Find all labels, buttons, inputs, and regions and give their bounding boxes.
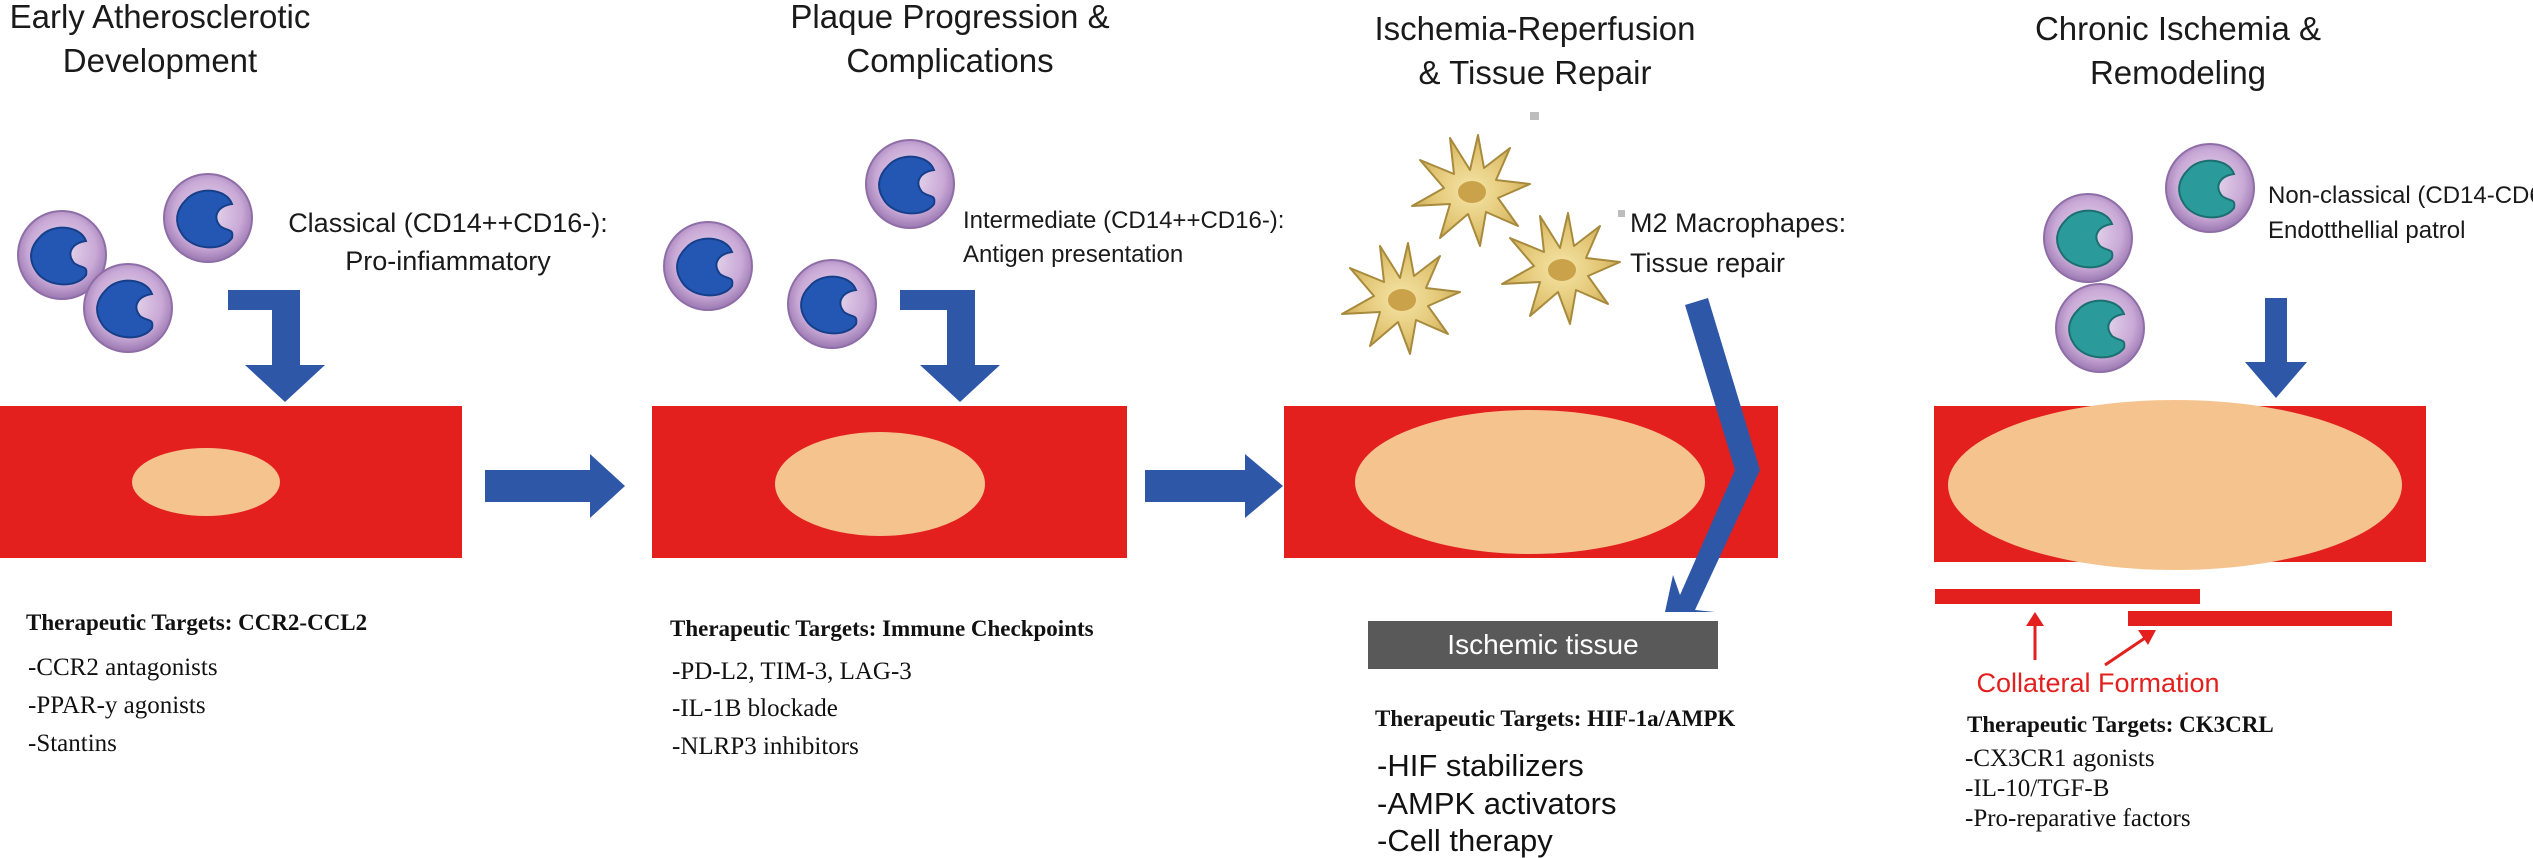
panel-early-atherosclerotic: Early Atherosclerotic Development Classi… — [0, 0, 608, 757]
bent-arrow-icon — [900, 290, 1000, 402]
intermediate-monocyte-icon — [865, 139, 955, 229]
cell-type-label: Intermediate (CD14++CD16-): — [963, 207, 1284, 234]
collateral-arrow-icon — [2026, 612, 2044, 660]
cell-function-label: Pro-infiammatory — [345, 246, 551, 276]
nonclassical-monocyte-icon — [2055, 283, 2145, 373]
panel-title-line2: Development — [63, 42, 257, 79]
target-item: -Stantins — [28, 730, 117, 757]
nonclassical-monocyte-icon — [2043, 193, 2133, 283]
panel-title-line2: & Tissue Repair — [1419, 54, 1652, 91]
plaque-medium — [775, 432, 985, 536]
plaque-xlarge — [1948, 400, 2402, 570]
speck-decoration — [1530, 112, 1539, 120]
panel-title-line2: Complications — [846, 42, 1053, 79]
panel-ischemia-reperfusion: Ischemia-Reperfusion & Tissue Repair M2 … — [1284, 10, 1846, 858]
panel-plaque-progression: Plaque Progression & Complications Inter… — [652, 0, 1284, 760]
cell-type-label: Non-classical (CD14-CD6++) — [2268, 182, 2533, 209]
collateral-vessel — [1935, 589, 2200, 604]
speck-decoration — [1618, 210, 1625, 217]
target-item: -Cell therapy — [1377, 823, 1553, 858]
intermediate-monocyte-icon — [663, 221, 753, 311]
m2-macrophage-icon — [1341, 242, 1461, 355]
target-item: -AMPK activators — [1377, 786, 1616, 821]
target-item: -CX3CR1 agonists — [1965, 745, 2155, 772]
plaque-large — [1355, 410, 1705, 554]
target-item: -CCR2 antagonists — [28, 654, 218, 681]
m2-macrophage-icon — [1501, 212, 1621, 325]
target-item: -IL-10/TGF-B — [1965, 775, 2109, 802]
intermediate-monocyte-icon — [787, 259, 877, 349]
panel-title-line1: Ischemia-Reperfusion — [1375, 10, 1696, 47]
target-item: -IL-1B blockade — [672, 695, 838, 722]
cell-type-label: M2 Macrophapes: — [1630, 208, 1846, 238]
target-item: -HIF stabilizers — [1377, 748, 1584, 783]
ischemic-tissue-box — [1368, 621, 1718, 669]
targets-heading: Therapeutic Targets: Immune Checkpoints — [670, 616, 1094, 641]
collateral-vessel — [2128, 611, 2392, 626]
reperfusion-arrow-icon — [1665, 298, 1760, 612]
collateral-formation-label: Collateral Formation — [1976, 668, 2219, 698]
panel-chronic-ischemia: Chronic Ischemia & Remodeling Non-classi… — [1934, 10, 2533, 832]
collateral-arrow-icon — [2104, 630, 2156, 667]
progression-arrow-icon — [1145, 454, 1283, 518]
cell-function-label: Tissue repair — [1630, 248, 1785, 278]
panel-title-line1: Plaque Progression & — [790, 0, 1109, 35]
ischemic-tissue-label: Ischemic tissue — [1447, 629, 1638, 660]
cell-type-label: Classical (CD14++CD16-): — [288, 208, 608, 238]
nonclassical-monocyte-icon — [2165, 143, 2255, 233]
classical-monocyte-icon — [163, 173, 253, 263]
classical-monocyte-icon — [83, 263, 173, 353]
plaque-small — [132, 448, 280, 516]
target-item: -Pro-reparative factors — [1965, 805, 2191, 832]
bent-arrow-icon — [228, 290, 325, 402]
cell-function-label: Antigen presentation — [963, 241, 1183, 268]
target-item: -PPAR-y agonists — [28, 692, 206, 719]
targets-heading: Therapeutic Targets: CK3CRL — [1967, 712, 2274, 737]
targets-heading: Therapeutic Targets: CCR2-CCL2 — [26, 610, 367, 635]
down-arrow-icon — [2245, 298, 2307, 398]
progression-arrow-icon — [485, 454, 625, 518]
cell-function-label: Endotthellial patrol — [2268, 217, 2465, 244]
target-item: -NLRP3 inhibitors — [672, 733, 859, 760]
m2-macrophage-icon — [1411, 134, 1531, 247]
targets-heading: Therapeutic Targets: HIF-1a/AMPK — [1375, 706, 1735, 731]
panel-title-line1: Early Atherosclerotic — [10, 0, 311, 35]
panel-title-line1: Chronic Ischemia & — [2035, 10, 2321, 47]
panel-title-line2: Remodeling — [2090, 54, 2266, 91]
target-item: -PD-L2, TIM-3, LAG-3 — [672, 658, 912, 685]
